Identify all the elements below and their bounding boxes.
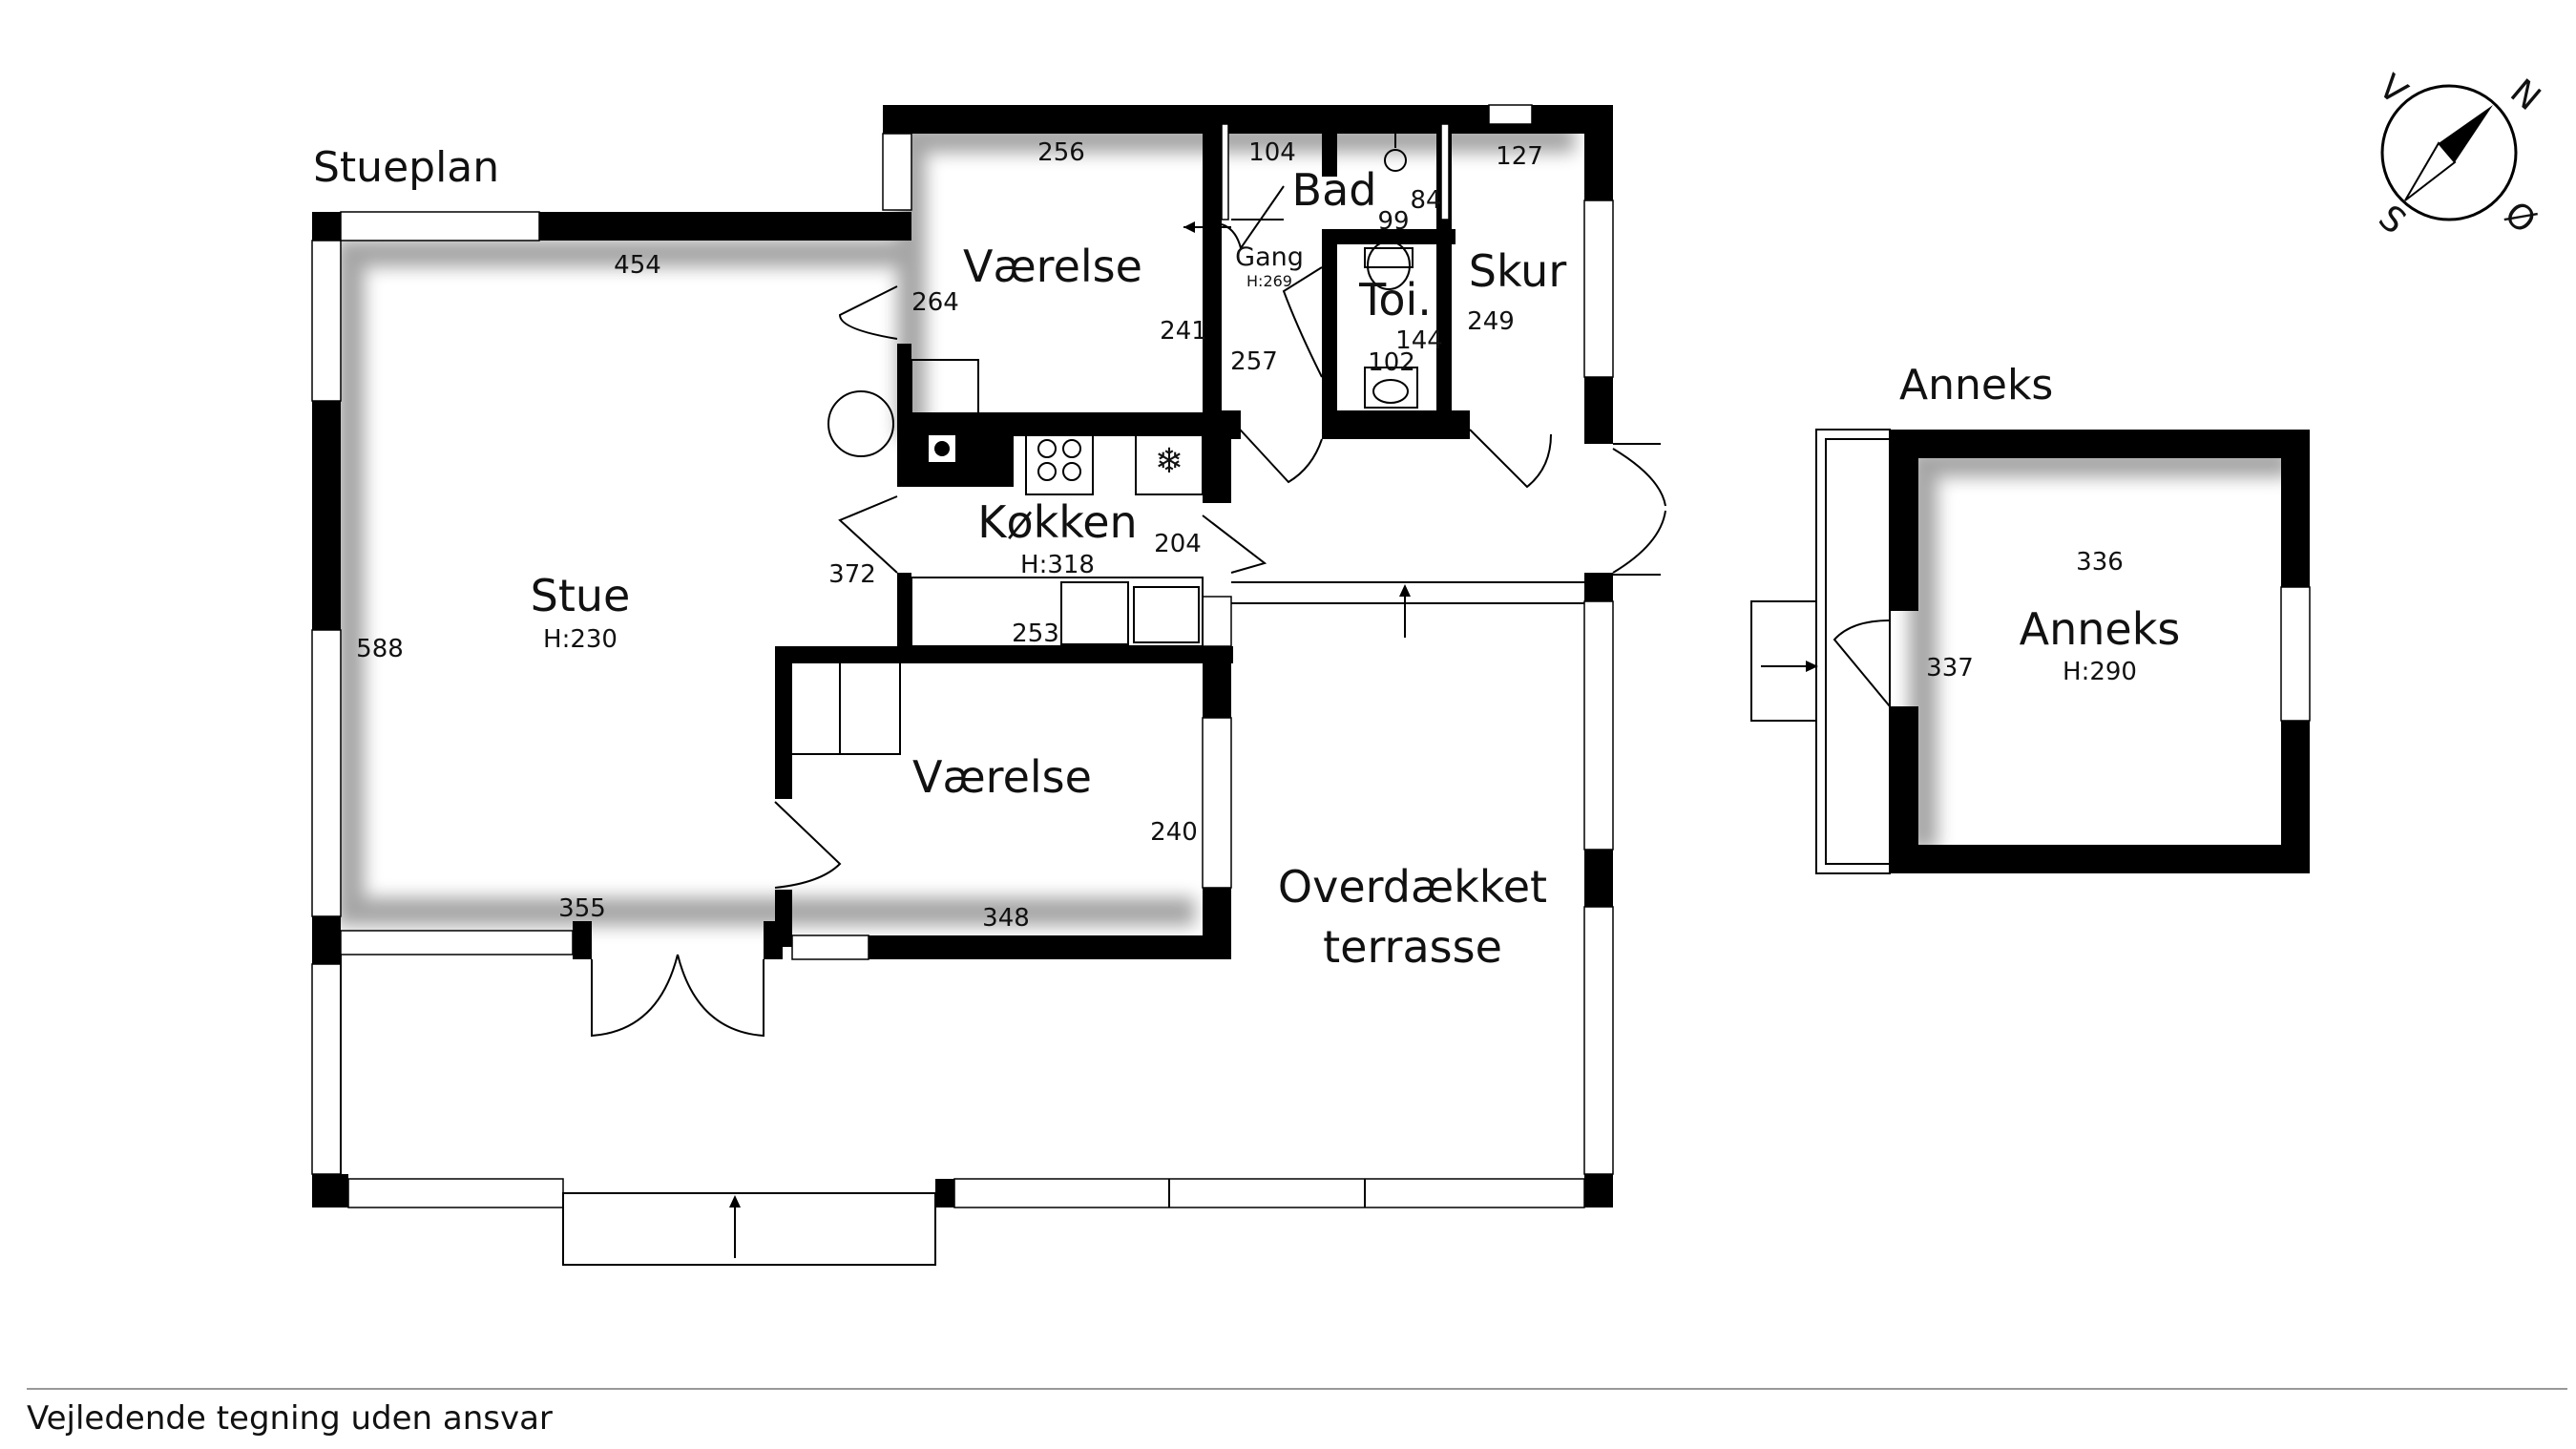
room-skur: Skur	[1469, 245, 1567, 297]
annex-building	[1750, 429, 2311, 874]
dim-127: 127	[1496, 142, 1543, 171]
room-vaerelse-top: Værelse	[963, 241, 1142, 292]
dim-264: 264	[911, 288, 959, 317]
dim-84: 84	[1410, 186, 1441, 215]
dim-588: 588	[356, 635, 404, 663]
room-anneks: Anneks	[2020, 603, 2181, 655]
dim-249: 249	[1467, 307, 1515, 336]
dim-336: 336	[2076, 548, 2124, 577]
dim-144: 144	[1395, 326, 1443, 355]
compass-o: Ø	[2497, 194, 2543, 242]
compass-needle-icon	[2439, 105, 2493, 162]
main-house-walls	[312, 105, 1613, 1208]
room-stue: Stue	[531, 570, 631, 621]
dim-372: 372	[828, 560, 876, 589]
door-swings	[591, 185, 1666, 1038]
room-kokken: Køkken	[977, 496, 1137, 548]
dim-348: 348	[982, 904, 1030, 933]
room-gang-height: H:269	[1246, 272, 1292, 290]
room-stue-height: H:230	[543, 625, 618, 654]
dim-337: 337	[1926, 654, 1974, 682]
bathroom-fixtures	[1359, 134, 1423, 438]
dim-257: 257	[1230, 347, 1278, 376]
title-anneks: Anneks	[1899, 361, 2053, 410]
dim-256: 256	[1037, 138, 1085, 167]
svg-text:❄: ❄	[1155, 442, 1183, 481]
room-gang: Gang	[1235, 242, 1304, 272]
dim-204: 204	[1154, 530, 1202, 558]
compass-circle	[2380, 84, 2518, 221]
dim-104: 104	[1248, 138, 1296, 167]
kitchen-fixtures: ❄	[780, 359, 1204, 755]
dim-240: 240	[1150, 818, 1198, 847]
compass-n: N	[2503, 72, 2547, 118]
dim-102: 102	[1368, 348, 1415, 377]
dim-253: 253	[1012, 620, 1059, 648]
compass-v: V	[2371, 67, 2415, 112]
wall-shadows	[336, 124, 2291, 926]
room-toilet: Toi.	[1358, 274, 1432, 326]
dim-454: 454	[614, 251, 661, 280]
labels: Stueplan Anneks Stue H:230 Værelse Værel…	[313, 138, 2180, 973]
room-vaerelse-mid: Værelse	[912, 751, 1092, 803]
dim-99: 99	[1377, 207, 1409, 236]
compass-rose: N Ø S V	[2371, 67, 2547, 242]
room-terrace-line2: terrasse	[1323, 921, 1502, 973]
footer-disclaimer: Vejledende tegning uden ansvar	[27, 1399, 553, 1438]
room-terrace-line1: Overdækket	[1278, 861, 1547, 913]
dim-355: 355	[558, 894, 606, 923]
terrace-outline	[340, 443, 1661, 1266]
room-kokken-height: H:318	[1020, 551, 1095, 579]
room-bad: Bad	[1292, 164, 1377, 216]
room-anneks-height: H:290	[2063, 658, 2137, 686]
entry-arrows	[729, 221, 1411, 1258]
title-stueplan: Stueplan	[313, 143, 499, 192]
dim-241: 241	[1160, 317, 1207, 346]
windows	[311, 104, 1614, 1208]
